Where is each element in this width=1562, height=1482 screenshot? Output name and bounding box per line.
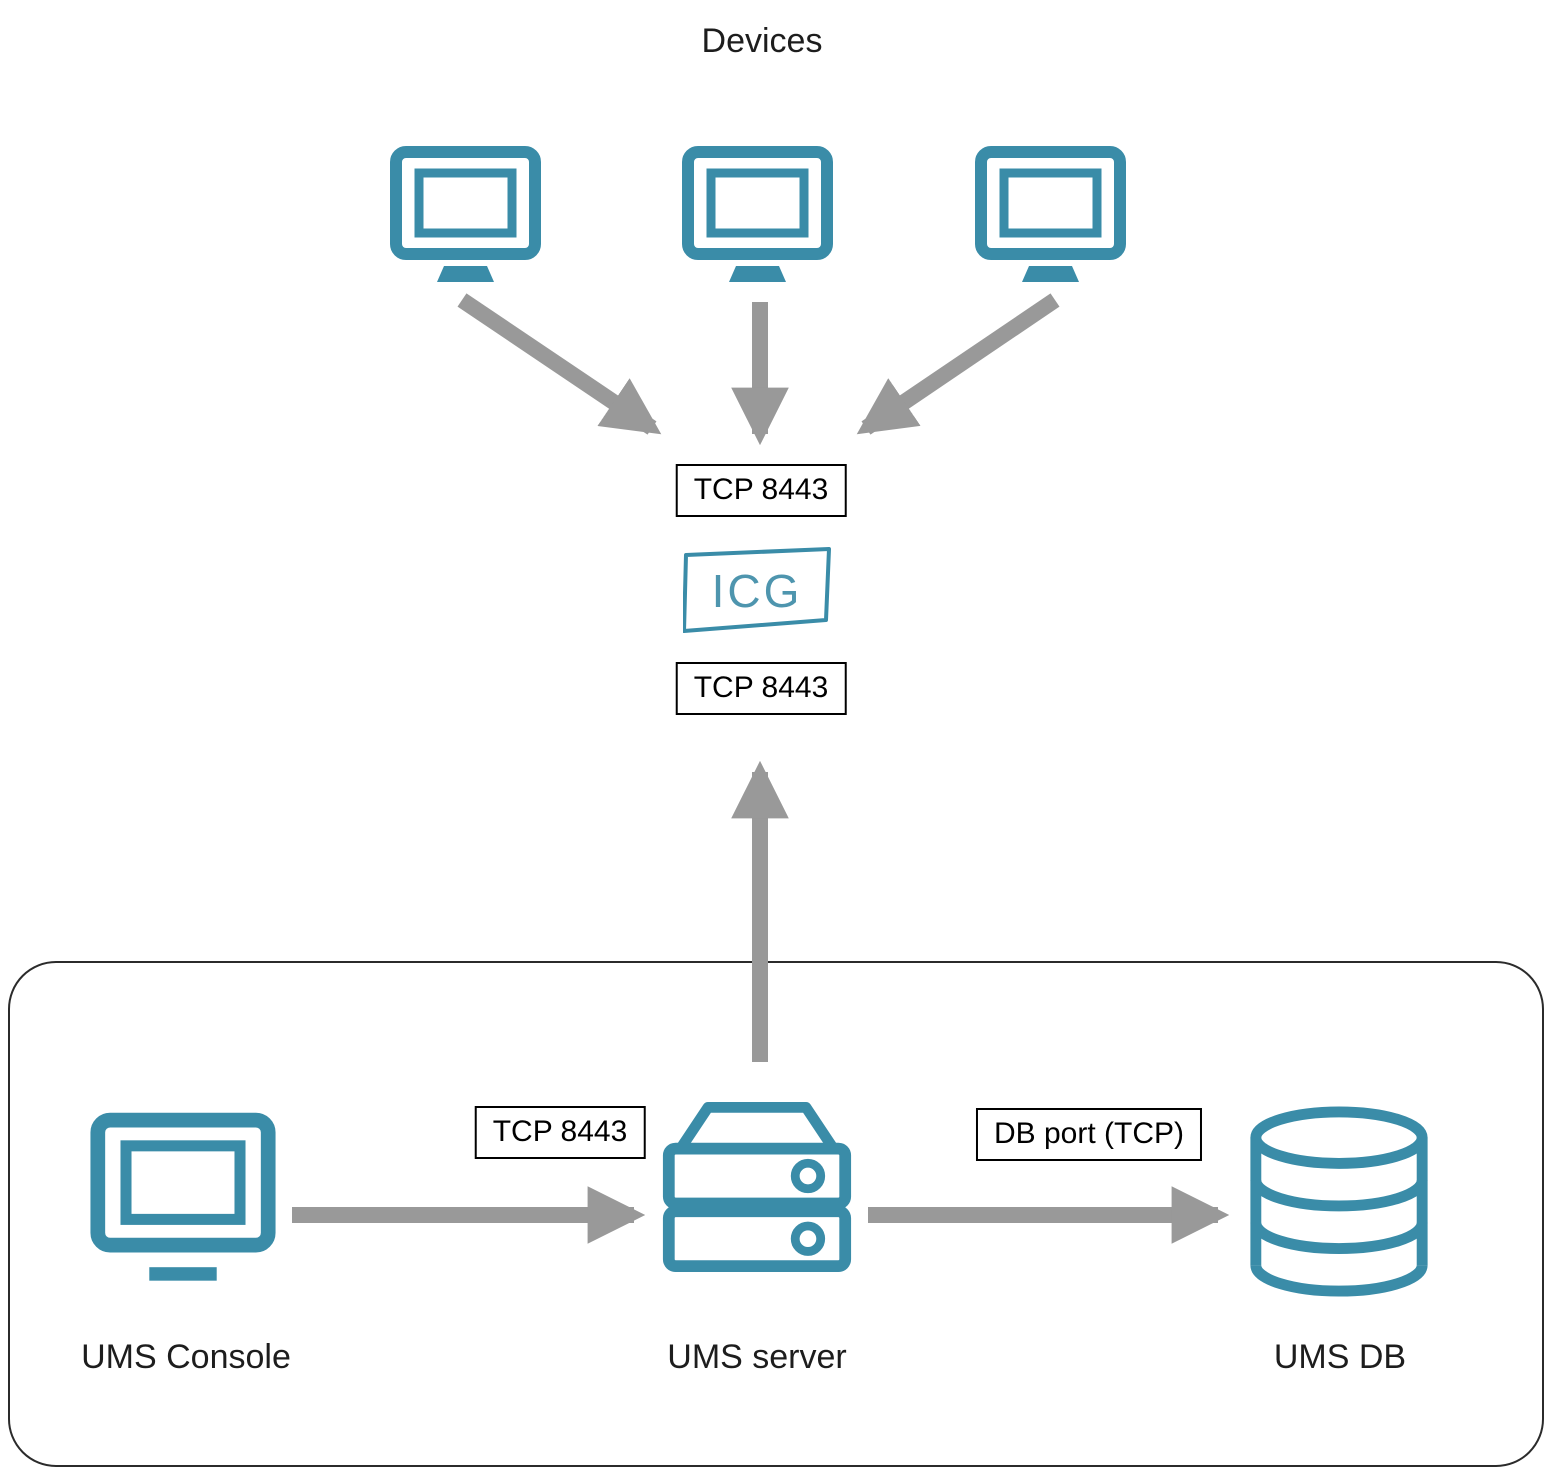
ums-console-label: UMS Console [81,1338,291,1376]
icg-gateway: ICG [683,546,831,636]
port-label-devices-to-icg: TCP 8443 [675,464,847,517]
monitor-icon [90,1112,276,1281]
ums-server-node [659,1094,855,1313]
diagram-title: Devices [701,22,823,60]
device-monitor-2 [680,144,835,297]
monitor-icon [975,146,1126,282]
port-label-console-to-server: TCP 8443 [474,1106,646,1159]
port-label-server-to-db: DB port (TCP) [975,1108,1203,1161]
ums-db-label: UMS DB [1273,1338,1407,1376]
monitor-icon [682,146,833,282]
arrow-device1-to-icg [457,293,662,435]
icg-logo-label: ICG [711,565,803,617]
ums-db-node [1244,1104,1434,1307]
monitor-icon [390,146,541,282]
icg-logo-box [683,547,831,633]
ums-server-label: UMS server [667,1338,847,1376]
arrow-device3-to-icg [856,293,1060,435]
port-label-server-to-icg: TCP 8443 [675,662,847,715]
database-icon [1250,1106,1428,1297]
ums-network-boundary-box [8,961,1544,1467]
ums-console-node [88,1110,278,1297]
device-monitor-3 [973,144,1128,297]
device-monitor-1 [388,144,543,297]
server-icon [662,1102,852,1273]
